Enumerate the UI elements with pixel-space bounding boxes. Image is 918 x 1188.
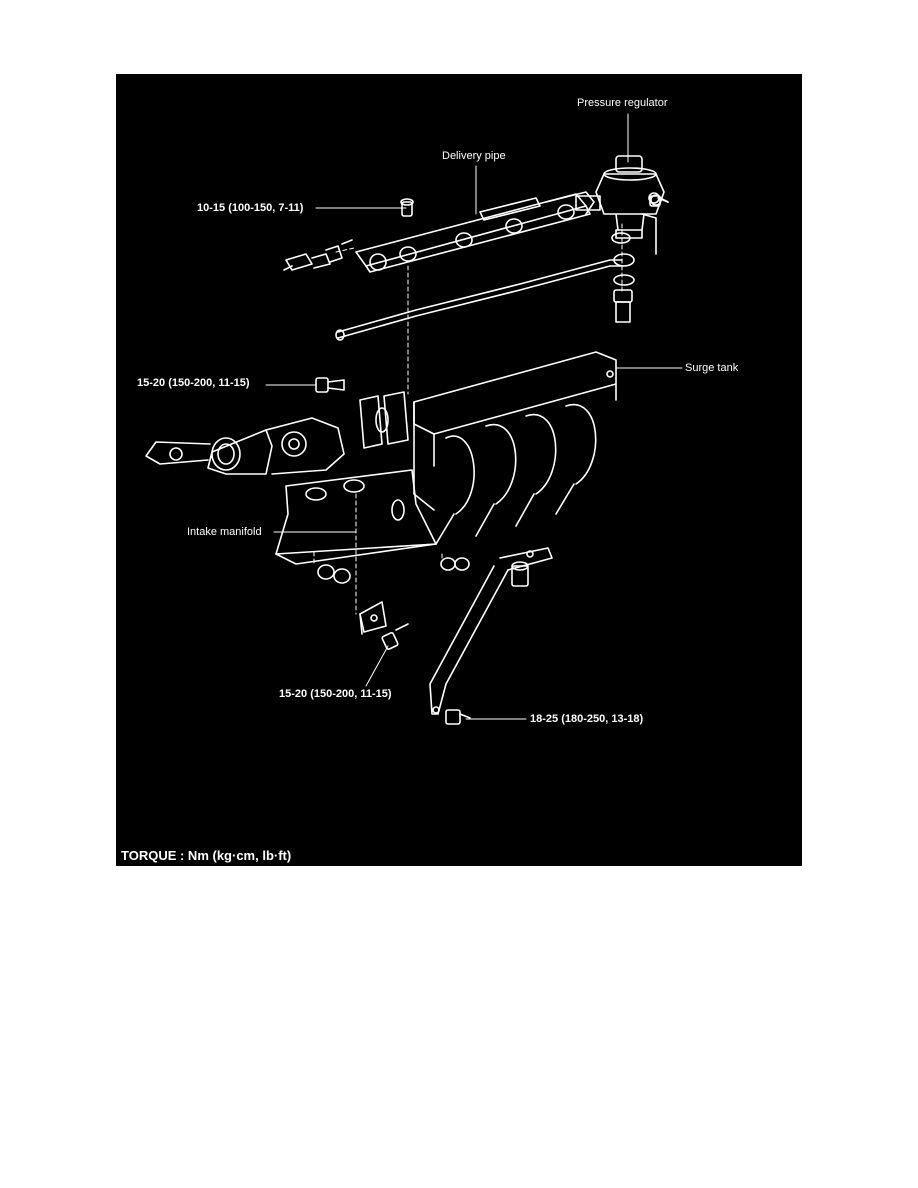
label-torque-stay-bolt: 18-25 (180-250, 13-18) — [530, 713, 644, 725]
throttle-gaskets — [359, 391, 409, 449]
label-torque-bracket-bolt: 15-20 (150-200, 11-15) — [279, 688, 392, 700]
label-torque-throttle-bolt: 15-20 (150-200, 11-15) — [137, 377, 250, 389]
intake-manifold-part — [275, 401, 597, 565]
throttle-bolt — [315, 377, 345, 393]
manifold-stay-part — [429, 547, 553, 715]
delivery-pipe-part — [355, 191, 601, 273]
torque-unit-legend: TORQUE : Nm (kg·cm, lb·ft) — [121, 848, 292, 863]
throttle-body-part — [145, 417, 345, 475]
diagram-panel: Pressure regulator Delivery pipe 10-15 (… — [116, 74, 802, 866]
bracket-part — [359, 601, 387, 635]
regulator-washers — [611, 232, 635, 323]
bracket-bolt — [381, 623, 409, 651]
label-delivery-pipe: Delivery pipe — [442, 150, 506, 162]
stay-bolts — [445, 561, 529, 725]
exploded-view-drawing — [145, 113, 683, 725]
regulator-bolt — [649, 194, 669, 207]
label-surge-tank: Surge tank — [685, 362, 739, 374]
delivery-pipe-bolt — [400, 198, 414, 217]
label-pressure-regulator: Pressure regulator — [577, 97, 668, 109]
label-torque-delivery-bolt: 10-15 (100-150, 7-11) — [197, 202, 304, 214]
fuel-return-pipe — [335, 259, 623, 341]
injector-part — [283, 239, 353, 271]
manifold-nuts — [317, 557, 470, 584]
label-intake-manifold: Intake manifold — [187, 526, 262, 538]
leader-lines — [265, 113, 683, 720]
